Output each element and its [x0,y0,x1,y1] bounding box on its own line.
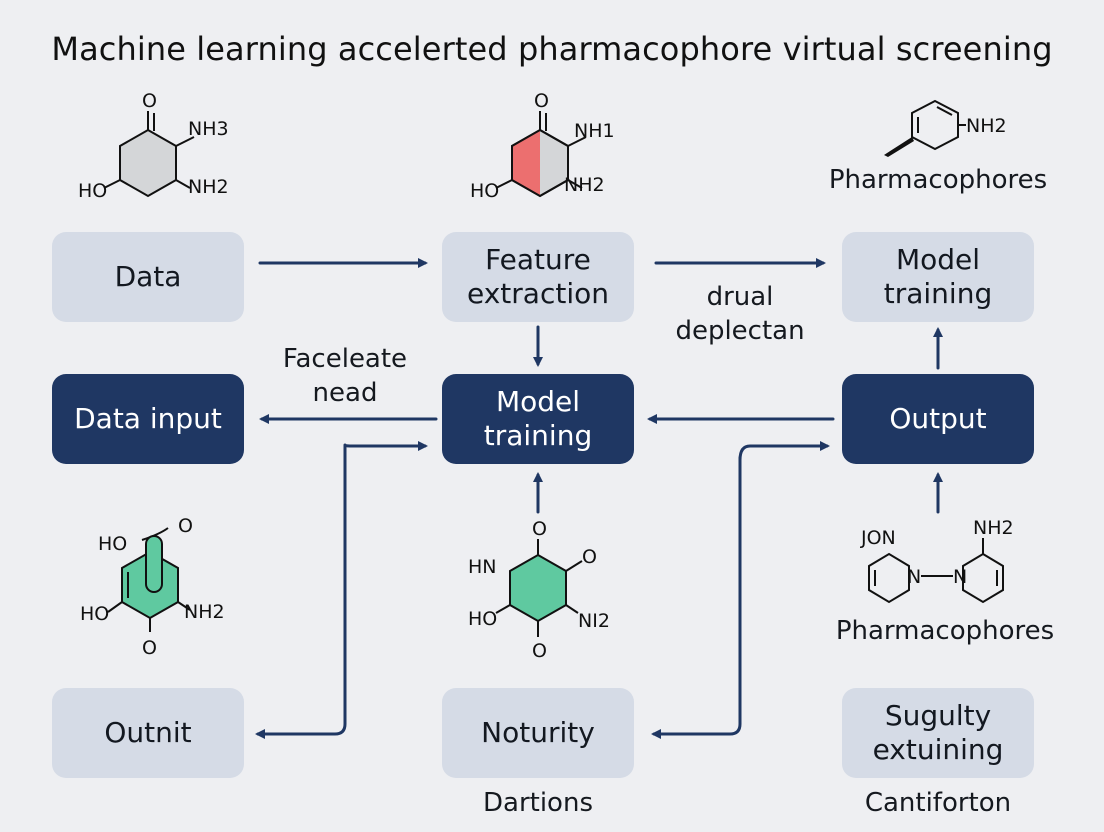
label-pharmacophores-mid: Pharmacophores [835,616,1055,646]
diagram-title: Machine learning accelerted pharmacophor… [51,30,1053,68]
arrow-loop-right-down [651,456,742,739]
node-data-label: Data [114,260,182,293]
node-output: Output [842,374,1034,464]
mol5-o-bottom: O [532,640,547,662]
node-sugulty-extuining: Sugulty extuining [842,688,1034,778]
arrow-loop-left-down [255,450,347,739]
mol5-o-top: O [532,518,547,540]
molecule-4: HO O HO NH2 O [80,515,225,659]
node-model-training-center: Model training [442,374,634,464]
edge-label-drual-deplectan-text: drual deplectan [675,282,805,346]
edge-label-faceleate-nead: Faceleate nead [260,342,430,410]
mol4-o-bottom: O [142,637,157,659]
node-model-training-top-label: Model training [883,243,993,310]
node-outnit: Outnit [52,688,244,778]
molecule-5: O HN O HO NI2 O [468,518,610,662]
label-cantiforton: Cantiforton [864,788,1012,818]
node-outnit-label: Outnit [104,716,192,749]
molecule-2: O NH1 HO NH2 [470,90,615,202]
label-pharmacophores-top: Pharmacophores [828,165,1048,195]
mol5-hn: HN [468,556,497,578]
node-data-input-label: Data input [74,402,222,435]
edge-label-faceleate-nead-text: Faceleate nead [282,344,408,408]
mol1-ho: HO [78,180,107,202]
mol4-nh2: NH2 [184,601,225,623]
mol2-ho: HO [470,180,499,202]
node-data: Data [52,232,244,322]
mol2-nh1: NH1 [574,120,615,142]
molecule-3: NH2 [884,99,1007,157]
node-output-label: Output [889,402,987,435]
mol6-nh2: NH2 [973,517,1014,539]
mol5-ho: HO [468,608,497,630]
mol4-o-top: O [178,515,193,537]
node-feature-extraction: Feature extraction [442,232,634,322]
mol1-nh3: NH3 [188,118,229,140]
arrow-loop-left [343,441,428,457]
arrow-loop-right [738,441,830,462]
node-model-training-center-label: Model training [483,385,593,452]
mol4-ho-bottom: HO [80,603,109,625]
mol2-o: O [534,90,549,112]
mol5-o-right: O [582,546,597,568]
mol3-nh2: NH2 [966,115,1007,137]
mol6-n-left: N [907,566,921,588]
node-feature-extraction-label: Feature extraction [467,243,609,310]
mol4-ho-top: HO [98,533,127,555]
node-noturity-label: Noturity [481,716,595,749]
node-noturity: Noturity [442,688,634,778]
mol6-n-right: N [953,566,967,588]
edge-label-drual-deplectan: drual deplectan [650,280,830,348]
mol5-ni2: NI2 [578,610,610,632]
label-dartions: Dartions [483,788,593,818]
mol6-jon: JON [860,527,896,549]
node-sugulty-extuining-label: Sugulty extuining [872,699,1004,766]
node-model-training-top: Model training [842,232,1034,322]
node-data-input: Data input [52,374,244,464]
mol2-nh2: NH2 [564,174,605,196]
molecule-1: O NH3 HO NH2 [78,90,229,202]
mol1-nh2: NH2 [188,176,229,198]
molecule-6: JON N N NH2 [860,517,1014,604]
mol1-o: O [142,90,157,112]
